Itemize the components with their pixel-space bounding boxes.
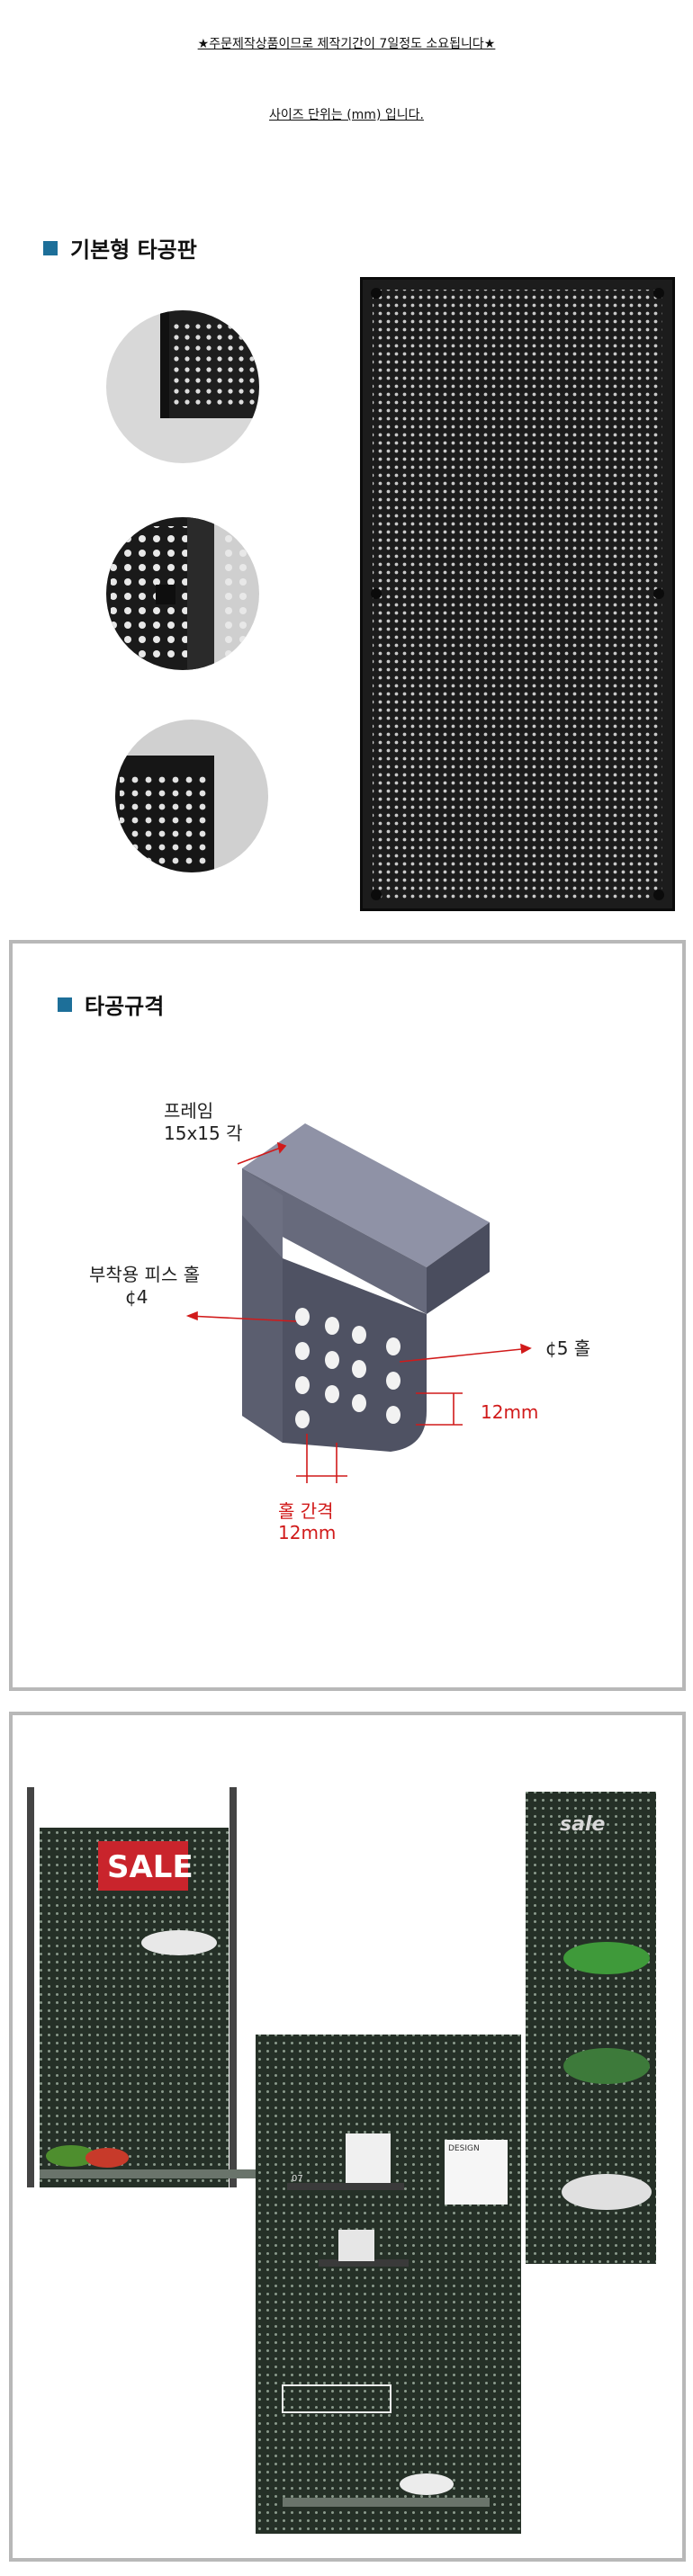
lead-time-notice: ★주문제작상품이므로 제작기간이 7일정도 소요됩니다★ (197, 37, 496, 51)
label-mount-hole-diameter: ¢4 (125, 1286, 148, 1308)
section-bullet-icon (58, 997, 72, 1012)
hole-spec-frame: 타공규격 (9, 940, 686, 1691)
label-hole-spacing: 홀 간격 (278, 1500, 334, 1522)
label-vertical-gap: 12mm (481, 1401, 538, 1423)
label-mount-hole: 부착용 피스 홀 (89, 1264, 200, 1285)
section-title: 기본형 타공판 (70, 237, 197, 263)
label-hole-spacing-value: 12mm (278, 1522, 336, 1543)
sale-sign-left: SALE (107, 1849, 194, 1885)
size-unit-notice: 사이즈 단위는 (mm) 입니다. (269, 108, 424, 122)
detail-circle-corner-top (106, 310, 259, 463)
design-book-label: DESIGN (448, 2144, 480, 2153)
label-frame-size: 15x15 각 (164, 1123, 243, 1144)
hole-spec-diagram: 프레임 15x15 각 부착용 피스 홀 ¢4 ¢5 홀 12mm 홀 간격 1… (89, 1100, 590, 1543)
detail-circle-corner-bottom (115, 720, 268, 872)
section-bullet-icon (43, 240, 58, 255)
label-hole-diameter: ¢5 홀 (545, 1337, 590, 1359)
tag-number: 07 (292, 2174, 303, 2184)
section-hole-spec-header: 타공규격 (58, 988, 164, 1020)
section-basic-pegboard-header: 기본형 타공판 (43, 232, 197, 264)
sale-sign-right: sale (560, 1813, 605, 1836)
detail-circle-side-joint (106, 517, 259, 670)
section-title: 타공규격 (85, 994, 165, 1019)
pegboard-panel-image (357, 274, 678, 914)
display-example-frame: SALE sale 07 DESIGN (9, 1712, 686, 2562)
label-frame: 프레임 (164, 1100, 213, 1122)
display-examples: SALE sale 07 DESIGN (27, 1787, 656, 2534)
